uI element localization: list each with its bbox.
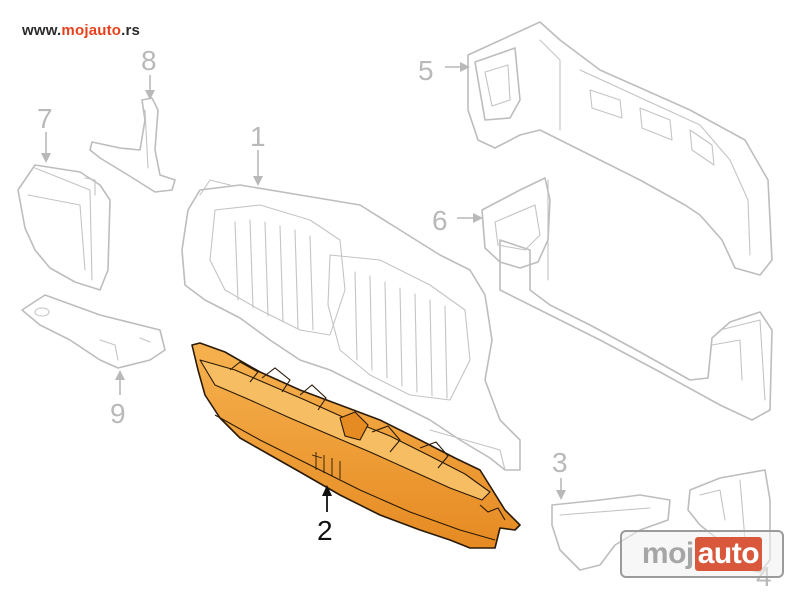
watermark-part-a: moj xyxy=(641,537,694,570)
part-8-bracket xyxy=(89,97,176,193)
site-url-prefix: www. xyxy=(22,22,62,39)
part-1-grille-carrier xyxy=(181,179,521,471)
site-url[interactable]: www.mojauto.rs xyxy=(22,22,140,39)
site-url-brand: mojauto xyxy=(61,22,122,39)
part-6-bracket xyxy=(481,177,551,269)
callout-2: 2 xyxy=(317,515,333,546)
part-5-front-frame xyxy=(467,21,773,421)
part-9-lower-bracket xyxy=(21,294,166,369)
callout-3: 3 xyxy=(552,447,568,478)
callout-8: 8 xyxy=(141,45,157,76)
part-2-air-guide[interactable] xyxy=(191,342,521,549)
callout-6: 6 xyxy=(432,205,448,236)
watermark-part-b: auto xyxy=(694,537,763,571)
callout-7: 7 xyxy=(37,103,53,134)
leader-lines xyxy=(41,62,566,512)
callout-5: 5 xyxy=(418,55,434,86)
part-7-air-duct xyxy=(17,164,111,291)
site-url-suffix: .rs xyxy=(121,22,141,39)
callout-9: 9 xyxy=(110,398,126,429)
callout-1: 1 xyxy=(250,121,266,152)
